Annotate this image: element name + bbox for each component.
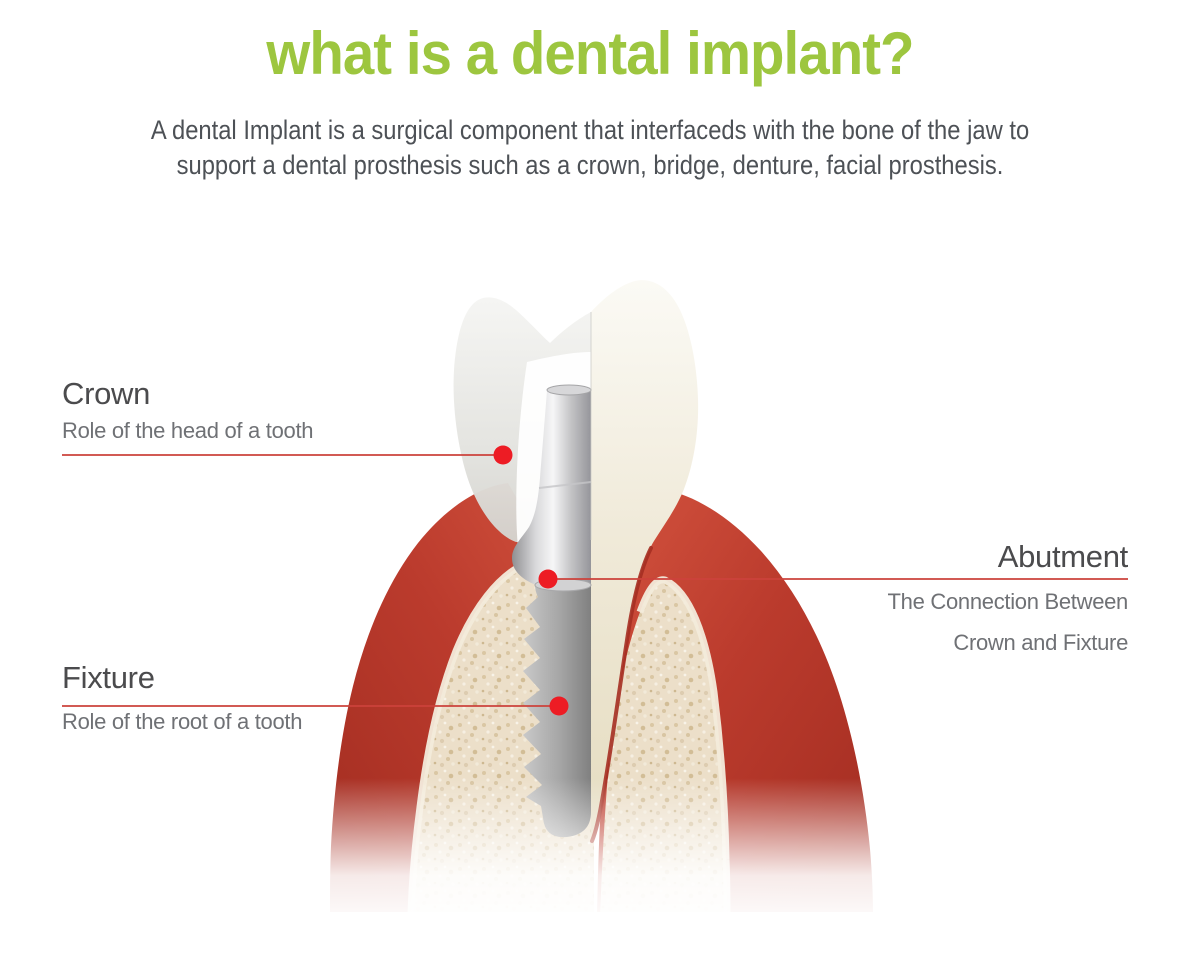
- crown-label: Crown: [62, 376, 151, 411]
- fixture-description: Role of the root of a tooth: [62, 709, 303, 734]
- subtitle-line-1: A dental Implant is a surgical component…: [150, 115, 1030, 145]
- callout-fixture: Fixture Role of the root of a tooth: [62, 660, 302, 736]
- abutment-marker-dot: [538, 569, 558, 589]
- leader-markers: [493, 445, 569, 716]
- callout-abutment: Abutment The Connection Between Crown an…: [887, 539, 1129, 657]
- abutment-label: Abutment: [997, 539, 1129, 574]
- crown-marker-dot: [493, 445, 513, 465]
- abutment-seam: [538, 481, 592, 489]
- fixture-marker-dot: [549, 696, 569, 716]
- abutment-description-line-2: Crown and Fixture: [953, 630, 1128, 655]
- leader-lines: [62, 454, 1128, 707]
- callout-crown: Crown Role of the head of a tooth: [62, 376, 314, 445]
- bottom-fade: [295, 778, 915, 928]
- subtitle-line-2: support a dental prosthesis such as a cr…: [176, 150, 1004, 180]
- crown-description: Role of the head of a tooth: [62, 418, 314, 443]
- fixture-label: Fixture: [62, 660, 155, 695]
- abutment-top-face: [546, 384, 592, 396]
- page-subtitle: A dental Implant is a surgical component…: [71, 113, 1109, 183]
- bottom-fade-solid: [295, 912, 915, 960]
- abutment-description-line-1: The Connection Between: [887, 589, 1129, 614]
- page-title: what is a dental implant?: [266, 20, 914, 87]
